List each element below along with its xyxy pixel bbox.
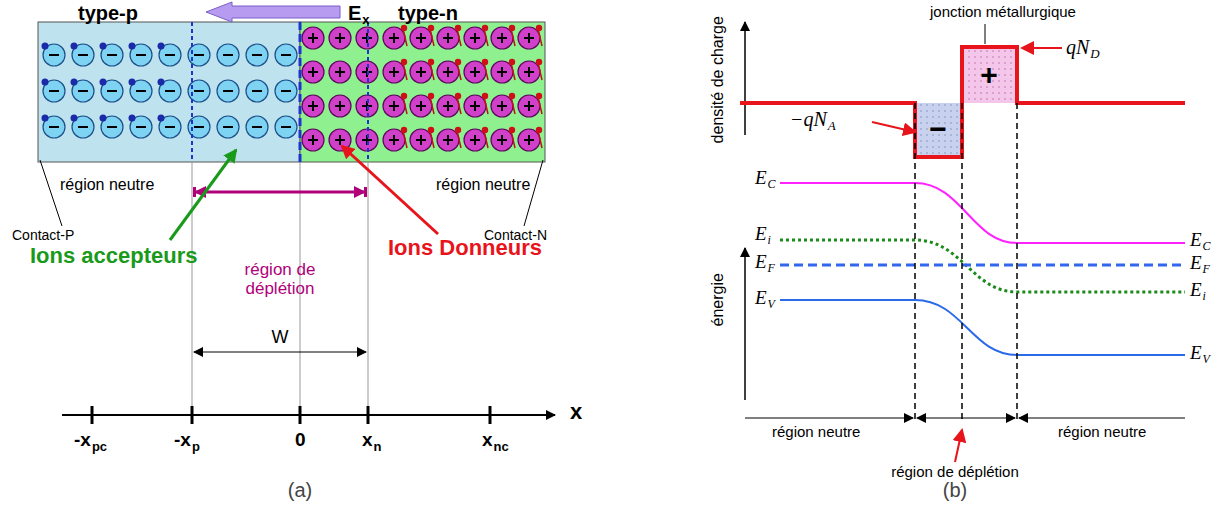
diagram-label: E bbox=[1190, 343, 1202, 364]
diagram-label: -x bbox=[74, 430, 91, 451]
diagram-label: région neutre bbox=[60, 176, 154, 194]
diagram-label: E bbox=[755, 224, 767, 245]
diagram-label: −qN bbox=[790, 108, 827, 130]
subscript-label: i bbox=[768, 234, 771, 247]
diagram-label: x bbox=[362, 430, 373, 451]
diagram-label: Contact-P bbox=[12, 228, 74, 243]
subscript-label: F bbox=[768, 262, 775, 275]
diagram-label: (a) bbox=[288, 479, 312, 501]
diagram-label: région de déplétion bbox=[215, 261, 345, 298]
subscript-label: C bbox=[1203, 240, 1211, 253]
diagram-label: Ions Donneurs bbox=[388, 236, 542, 260]
diagram-label: E bbox=[1190, 280, 1202, 301]
subscript-label: V bbox=[768, 298, 775, 311]
diagram-label: énergie bbox=[709, 273, 727, 326]
diagram-label: Ions accepteurs bbox=[30, 244, 198, 268]
diagram-label: E bbox=[755, 252, 767, 273]
diagram-label: W bbox=[272, 328, 289, 348]
subscript-label: p bbox=[192, 440, 200, 454]
diagram-label: -x bbox=[174, 430, 191, 451]
subscript-label: x bbox=[362, 13, 369, 27]
diagram-label: région neutre bbox=[772, 424, 860, 441]
diagram-label: 0 bbox=[295, 430, 306, 451]
diagram-label: E bbox=[1190, 230, 1202, 251]
subscript-label: A bbox=[828, 119, 836, 133]
diagram-label: E bbox=[1190, 253, 1202, 274]
subscript-label: nc bbox=[494, 440, 509, 454]
diagram-label: (b) bbox=[943, 479, 967, 501]
diagram-label: type-p bbox=[78, 2, 138, 24]
diagram-label: x bbox=[570, 400, 582, 424]
diagram-label: région neutre bbox=[436, 176, 530, 194]
diagram-label: x bbox=[482, 430, 493, 451]
subscript-label: F bbox=[1203, 263, 1210, 276]
diagram-label: − bbox=[929, 112, 947, 145]
diagram-label: région neutre bbox=[1058, 424, 1146, 441]
diagram-label: E bbox=[755, 288, 767, 309]
diagram-label: E bbox=[348, 2, 361, 24]
subscript-label: D bbox=[1090, 47, 1099, 61]
subscript-label: V bbox=[1203, 353, 1210, 366]
subscript-label: i bbox=[1203, 290, 1206, 303]
diagram-label: + bbox=[980, 58, 998, 91]
diagram-label: E bbox=[755, 168, 767, 189]
subscript-label: pc bbox=[92, 440, 107, 454]
subscript-label: n bbox=[374, 440, 382, 454]
diagram-label: densité de charge bbox=[709, 16, 727, 143]
diagram-label: région de déplétion bbox=[891, 464, 1019, 481]
diagram-label: qN bbox=[1066, 36, 1089, 58]
diagram-label: type-n bbox=[398, 2, 458, 24]
subscript-label: C bbox=[768, 178, 776, 191]
diagram-label: jonction métallurgique bbox=[930, 4, 1076, 21]
